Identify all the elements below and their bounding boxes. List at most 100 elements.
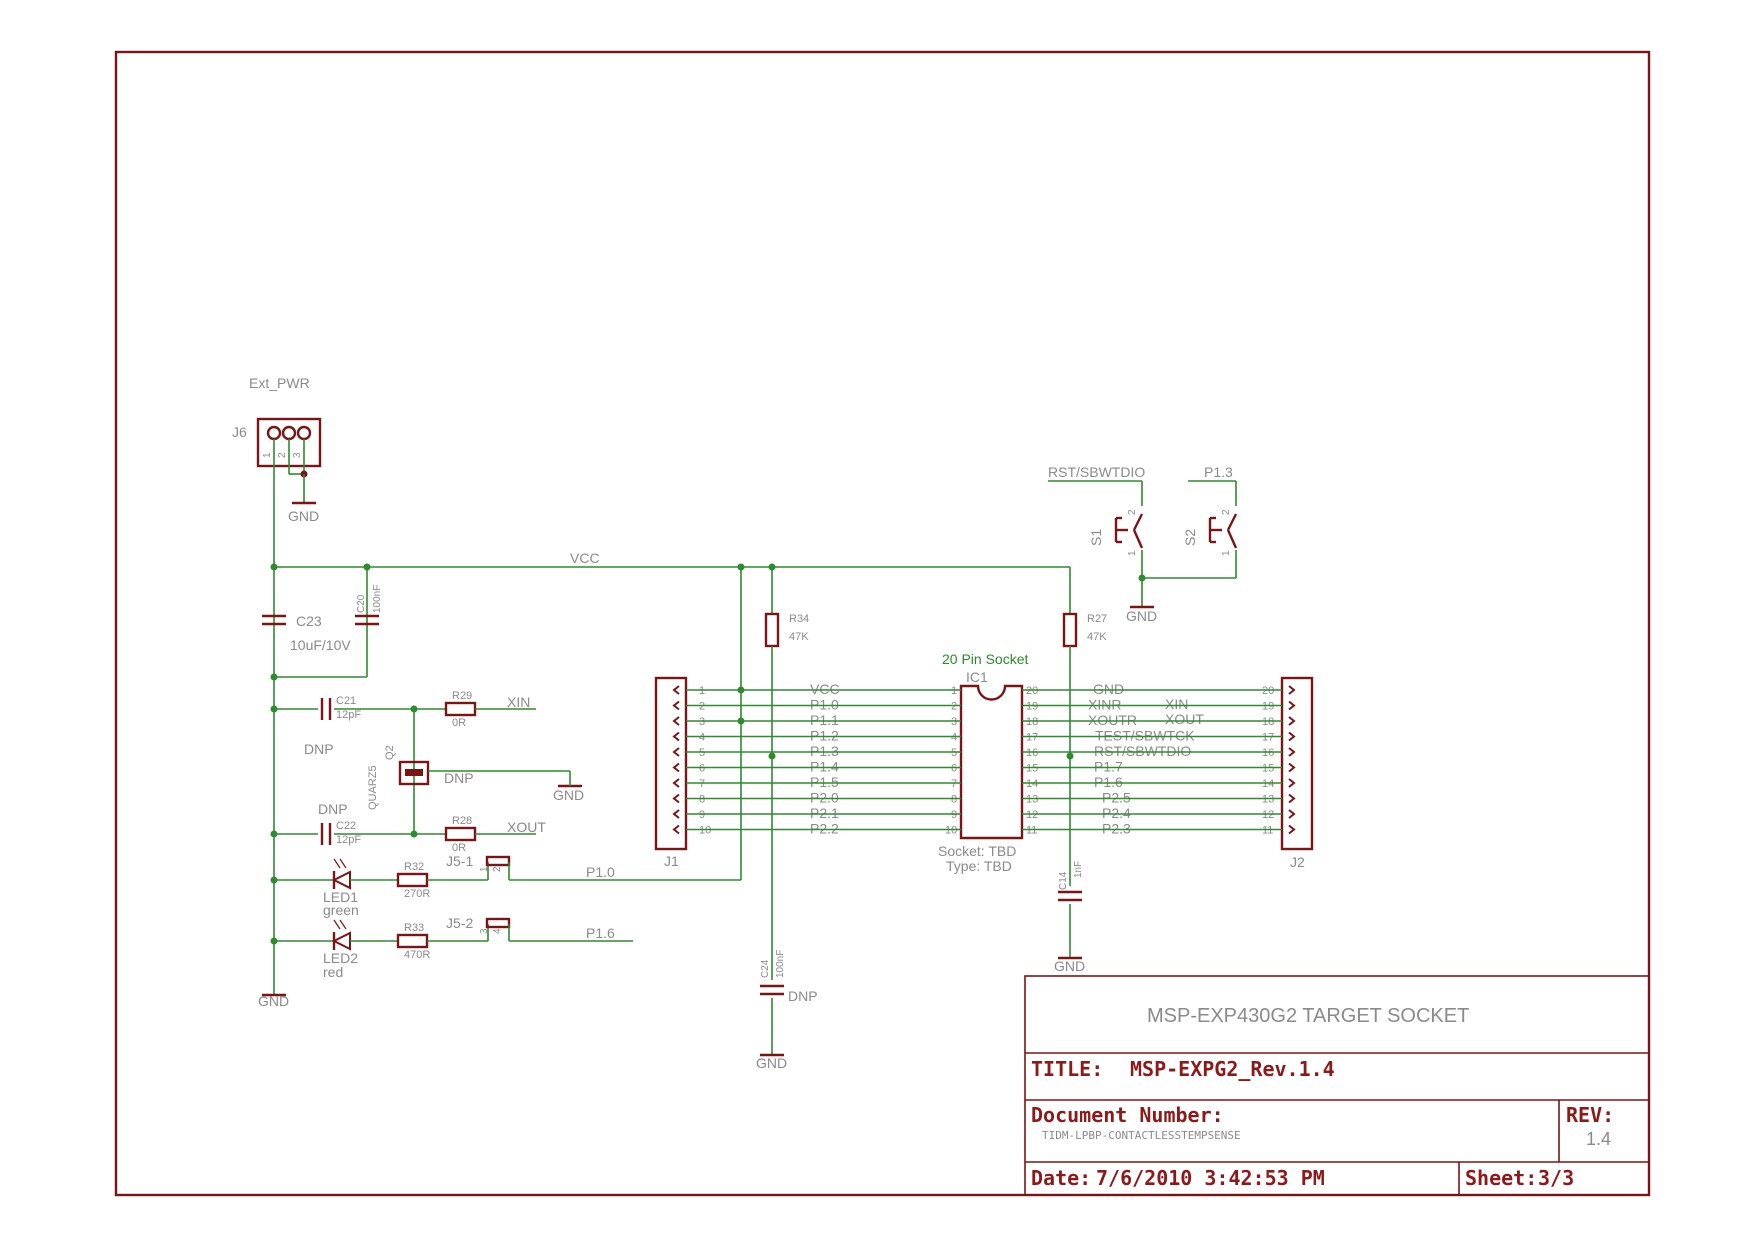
j1-signal-label: P2.0: [810, 790, 839, 806]
j2-contact: [1288, 685, 1296, 695]
capacitor-c24: C24 100nF DNP: [760, 950, 818, 1004]
j1-pin-number: 7: [699, 778, 705, 790]
sheet-value: 3/3: [1538, 1166, 1574, 1190]
j2-signal-label: GND: [1093, 681, 1124, 697]
resistor-r29: R29 0R: [444, 690, 477, 729]
j1-contact: [672, 700, 680, 711]
svg-text:QUARZ5: QUARZ5: [367, 765, 379, 810]
svg-text:red: red: [323, 964, 343, 980]
ic1-left-pin: 10: [945, 825, 957, 837]
svg-text:1: 1: [1221, 550, 1232, 556]
title-block-heading: MSP-EXP430G2 TARGET SOCKET: [1147, 1005, 1469, 1027]
j6-ref: J6: [232, 424, 247, 440]
j1-pin-number: 6: [699, 763, 705, 775]
p16-net-label: P1.6: [586, 925, 615, 941]
svg-text:2: 2: [492, 866, 503, 872]
j1-contact: [672, 762, 680, 773]
ic1-right-pin: 18: [1026, 716, 1038, 728]
gnd-label-left: GND: [258, 993, 289, 1009]
j1-contact: [672, 716, 680, 726]
ic1-right-pin: 19: [1026, 701, 1038, 713]
svg-text:R32: R32: [404, 861, 424, 873]
power-section: Ext_PWR J6 1 2 3 GND VCC C23: [232, 375, 1070, 995]
capacitor-c20: C20 100nF: [355, 585, 383, 626]
j1-signal-label: P1.5: [810, 774, 839, 790]
header-j2: J2 20GND19XINR18XOUTR17TEST/SBWTCK16RST/…: [1088, 676, 1314, 870]
junction-p10: [737, 717, 745, 725]
ic1-left-pin: 2: [951, 701, 957, 713]
ic1-left-pin: 6: [951, 763, 957, 775]
pullup-section: R34 47K C24 100nF DNP GND R27 47K C14 1n…: [756, 567, 1107, 1071]
switch-s2: S2 2 1: [1182, 509, 1238, 556]
svg-text:10uF/10V: 10uF/10V: [290, 637, 351, 653]
j2-xin-label: XIN: [1165, 696, 1188, 712]
date-label: Date:: [1031, 1166, 1091, 1190]
sheet-frame: [114, 50, 1651, 1197]
ic1-left-pin: 4: [951, 732, 957, 744]
svg-text:100nF: 100nF: [372, 585, 383, 613]
j1-pin-number: 8: [699, 794, 705, 806]
jumper-j5-1: J5-1 1 2: [446, 853, 511, 872]
j1-contact: [672, 685, 680, 695]
svg-text:LED1: LED1: [323, 889, 358, 905]
gnd-label-c14: GND: [1054, 958, 1085, 974]
j1-signal-label: P2.1: [810, 805, 839, 821]
j2-contact: [1288, 793, 1296, 804]
p13-net-label: P1.3: [1204, 464, 1233, 480]
ext-pwr-label: Ext_PWR: [249, 375, 310, 391]
j2-xout-label: XOUT: [1165, 711, 1204, 727]
capacitor-c21: C21 12pF: [320, 695, 361, 721]
svg-text:C20: C20: [356, 594, 367, 613]
svg-text:R28: R28: [452, 815, 472, 827]
ic1-right-pin: 16: [1026, 747, 1038, 759]
j2-pin-number: 13: [1262, 794, 1274, 806]
j1-pin-number: 2: [699, 701, 705, 713]
resistor-r33: R33 470R: [396, 922, 430, 961]
date-value: 7/6/2010 3:42:53 PM: [1096, 1166, 1325, 1190]
title-value: MSP-EXPG2_Rev.1.4: [1130, 1057, 1335, 1081]
ic1-right-pin: 17: [1026, 732, 1038, 744]
j1-signal-label: P1.2: [810, 728, 839, 744]
sheet-label: Sheet:: [1465, 1166, 1537, 1190]
svg-text:2: 2: [1127, 509, 1138, 515]
j1-signal-label: P2.2: [810, 821, 839, 837]
j1-signal-label: P1.4: [810, 759, 839, 775]
gnd-label-c24: GND: [756, 1055, 787, 1071]
j1-ref: J1: [664, 853, 679, 869]
svg-text:R33: R33: [404, 922, 424, 934]
led1-diode: LED1 green: [323, 858, 359, 918]
j2-contact: [1288, 747, 1296, 757]
xin-net-label: XIN: [507, 694, 530, 710]
resistor-r27: R27 47K: [1062, 612, 1107, 648]
j2-signal-label: XOUTR: [1088, 712, 1137, 728]
j1-signal-label: P1.3: [810, 743, 839, 759]
rst-net-label: RST/SBWTDIO: [1048, 464, 1145, 480]
svg-text:0R: 0R: [452, 842, 466, 854]
ic1-socket: 20 Pin Socket IC1 Socket: TBD Type: TBD …: [938, 651, 1038, 874]
rev-value: 1.4: [1586, 1129, 1611, 1149]
j2-pin-number: 20: [1262, 685, 1274, 697]
j1-contact: [672, 747, 680, 757]
ic1-left-pin: 1: [951, 685, 957, 697]
svg-text:S1: S1: [1088, 529, 1104, 546]
j2-ref: J2: [1290, 854, 1305, 870]
svg-text:2: 2: [277, 452, 288, 458]
svg-text:C21: C21: [336, 695, 356, 707]
capacitor-c23: C23 10uF/10V: [262, 613, 351, 653]
resistor-r32: R32 270R: [396, 861, 430, 900]
capacitor-c22: C22 12pF: [320, 820, 361, 846]
j1-signal-label: P1.0: [810, 697, 839, 713]
dnp-label-c22: DNP: [318, 801, 348, 817]
svg-text:47K: 47K: [1087, 631, 1107, 643]
j2-signal-label: RST/SBWTDIO: [1094, 743, 1191, 759]
svg-text:1: 1: [1127, 550, 1138, 556]
j2-pin-number: 11: [1262, 825, 1273, 837]
xout-net-label: XOUT: [507, 819, 546, 835]
ic1-right-pin: 12: [1026, 809, 1038, 821]
svg-text:green: green: [323, 902, 359, 918]
svg-text:C14: C14: [1058, 871, 1069, 890]
docnum-label: Document Number:: [1031, 1103, 1224, 1127]
ic1-right-pin: 20: [1026, 685, 1038, 697]
